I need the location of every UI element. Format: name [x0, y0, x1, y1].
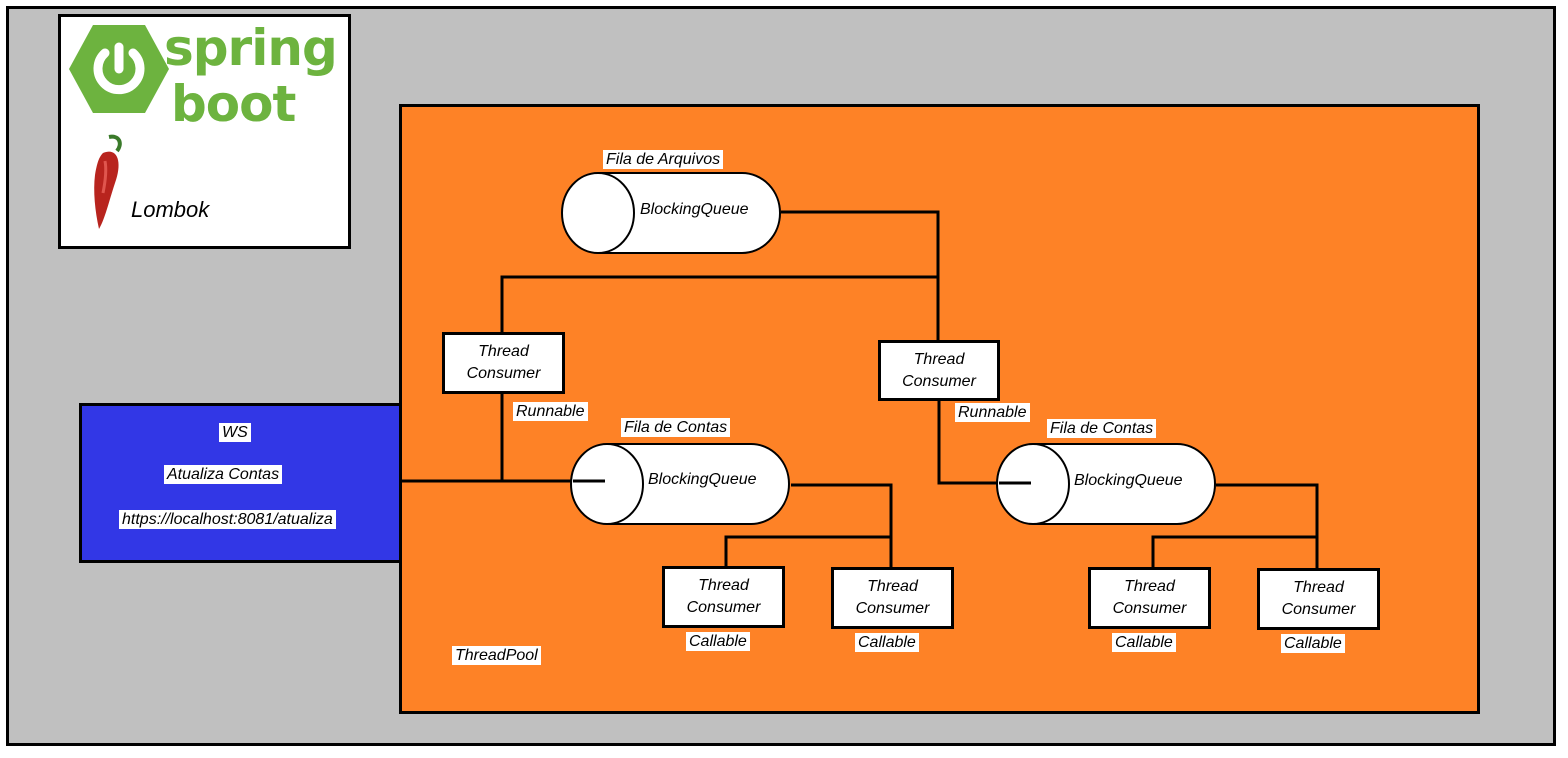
ws-title: WS	[219, 423, 251, 442]
worker-line2: Consumer	[1112, 600, 1187, 617]
file-queue-type: BlockingQueue	[640, 201, 749, 218]
ws-box: WS Atualiza Contas https://localhost:808…	[79, 403, 402, 563]
consumer-line2: Consumer	[466, 365, 541, 382]
consumer-role-2: Runnable	[955, 403, 1030, 422]
account-queue-title-1: Fila de Contas	[621, 418, 731, 437]
worker-role-2: Callable	[855, 633, 919, 652]
chili-pepper-icon	[94, 134, 122, 229]
consumer-role-1: Runnable	[513, 402, 588, 421]
file-queue-title: Fila de Arquivos	[603, 150, 724, 169]
worker-line1: Thread	[698, 577, 749, 594]
account-queue-cylinder-2	[996, 443, 1216, 525]
consumer-line1: Thread	[913, 350, 965, 368]
worker-line1: Thread	[1124, 578, 1175, 595]
thread-pool-label: ThreadPool	[452, 646, 541, 665]
worker-role-4: Callable	[1281, 634, 1345, 653]
boot-word: boot	[171, 75, 296, 133]
ws-action: Atualiza Contas	[164, 465, 283, 484]
worker-line1: Thread	[867, 578, 918, 595]
spring-power-icon	[69, 25, 169, 113]
consumer-line1: Thread	[478, 343, 529, 360]
lombok-label: Lombok	[131, 197, 210, 222]
account-queue-cylinder-1	[570, 443, 790, 525]
account-queue-type-2: BlockingQueue	[1074, 472, 1183, 489]
consumer-line2: Consumer	[902, 372, 976, 390]
logo-panel: spring boot Lombok	[58, 14, 351, 249]
worker-line2: Consumer	[1281, 601, 1356, 618]
account-queue-type-1: BlockingQueue	[648, 471, 757, 488]
worker-role-1: Callable	[686, 632, 750, 651]
account-queue-title-2: Fila de Contas	[1047, 419, 1157, 438]
worker-role-3: Callable	[1112, 633, 1176, 652]
worker-line2: Consumer	[686, 599, 761, 616]
ws-url: https://localhost:8081/atualiza	[119, 510, 336, 529]
file-queue-cylinder	[561, 172, 781, 254]
spring-word: spring	[164, 19, 338, 77]
worker-line1: Thread	[1293, 579, 1344, 596]
worker-line2: Consumer	[855, 600, 930, 617]
